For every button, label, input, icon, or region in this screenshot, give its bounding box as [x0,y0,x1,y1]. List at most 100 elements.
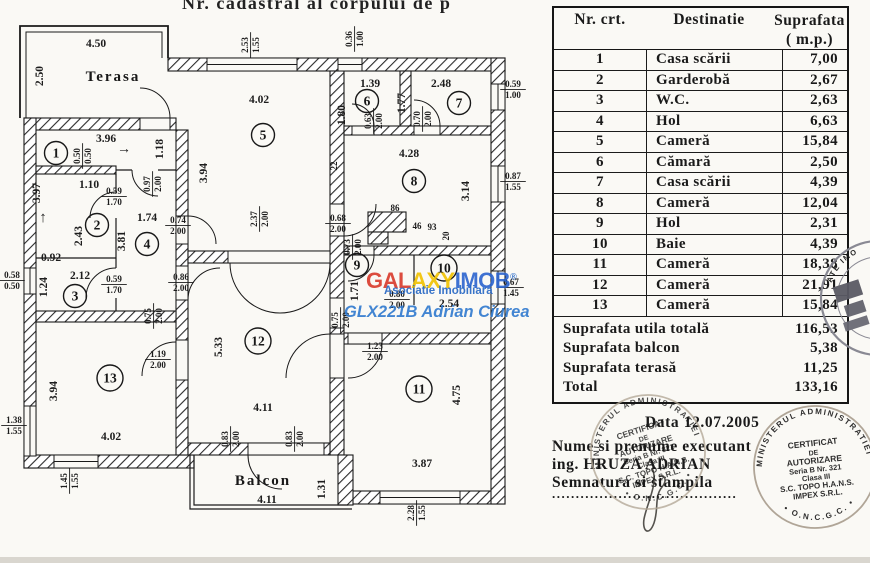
svg-text:AUTORIZARE: AUTORIZARE [786,453,843,469]
table-cell-val: 2,50 [782,151,847,173]
svg-text:2.00: 2.00 [367,352,383,362]
svg-text:0.86: 0.86 [173,272,189,282]
svg-text:1.45: 1.45 [59,473,69,489]
header-nr: Nr. crt. [574,11,626,28]
svg-text:4.75: 4.75 [451,385,463,405]
svg-text:0.70: 0.70 [412,111,422,127]
svg-text:86: 86 [391,203,401,213]
dimension-label: 1.192.00 [145,349,171,370]
svg-text:2.50: 2.50 [34,66,46,86]
svg-text:4: 4 [144,237,151,252]
logo-text-imob: IMOB [454,268,511,293]
svg-text:0.97: 0.97 [142,176,152,192]
svg-text:0.67: 0.67 [503,277,519,287]
svg-text:1.55: 1.55 [70,473,80,489]
svg-text:Balcon: Balcon [235,473,291,489]
door-arc [229,262,281,314]
logo-text-axy: AXY [410,268,455,293]
dimension-label: ↑ [39,210,47,226]
svg-text:1.70: 1.70 [106,197,122,207]
room-number: 1 [43,140,69,166]
svg-text:1.10: 1.10 [79,179,99,191]
wall [35,310,177,323]
svg-text:2.43: 2.43 [73,226,85,246]
svg-text:2.48: 2.48 [431,78,451,90]
svg-text:3.87: 3.87 [412,458,432,470]
summary-label: Total [563,379,598,395]
svg-text:MINISTERUL ADMINISTRATIEI: MINISTERUL ADMINISTRATIEI [749,401,870,468]
table-cell-num: 8 [554,192,647,214]
svg-text:2.00: 2.00 [231,431,241,447]
table-cell-dest: Cameră [646,295,783,317]
svg-text:0.83: 0.83 [284,431,294,447]
summary-label: Suprafata utila totală [563,320,710,337]
table-cell-val: 2,31 [782,213,847,235]
dimension-label: 86 [391,203,401,213]
room-label: Balcon [235,473,291,489]
svg-text:1: 1 [53,146,60,161]
table-cell-num: 1 [554,50,647,71]
room-label: Terasa [86,69,141,85]
door-arc [413,99,441,127]
dimension-label: 3.94 [198,163,210,183]
door-arc [187,215,217,245]
svg-text:0.58: 0.58 [4,270,20,280]
svg-text:4.11: 4.11 [257,494,277,506]
dimension-label: 0.591.70 [101,186,127,207]
table-cell-num: 13 [554,295,647,317]
svg-text:DE: DE [808,450,819,458]
svg-text:Terasa: Terasa [86,69,141,85]
svg-text:• O.N.C.G.C. •: • O.N.C.G.C. • [781,496,858,525]
svg-text:1.70: 1.70 [106,285,122,295]
svg-text:0.63: 0.63 [363,113,373,129]
svg-text:2.00: 2.00 [295,431,305,447]
table-cell-num: 6 [554,151,647,173]
dimension-label: 0.591.00 [500,79,526,100]
svg-text:2.00: 2.00 [153,176,163,192]
dimension-label: 5.33 [213,337,225,357]
svg-text:5: 5 [260,128,267,143]
svg-text:1.55: 1.55 [251,37,261,53]
table-cell-val: 21,91 [782,274,847,296]
svg-text:4.28: 4.28 [399,148,419,160]
table-cell-val: 6,63 [782,110,847,132]
table-cell-val: 2,63 [782,90,847,112]
room-number: 4 [134,231,160,257]
svg-text:6: 6 [364,94,371,109]
svg-text:2.00: 2.00 [260,211,270,227]
door-arc [285,333,331,379]
dimension-label: 3.94 [48,381,60,401]
dimension-label: 4.11 [257,494,277,506]
dimension-label: 20 [441,231,451,241]
svg-text:3: 3 [72,289,79,304]
svg-text:1.55: 1.55 [505,182,521,192]
chimney [367,231,389,245]
table-cell-val: 2,67 [782,69,847,91]
svg-text:93: 93 [428,222,438,232]
door-arc [89,191,117,219]
room-number: 3 [62,283,88,309]
room-number: 11 [405,375,433,403]
svg-text:2.00: 2.00 [353,239,363,255]
svg-text:4.50: 4.50 [86,38,106,50]
svg-text:0.50: 0.50 [83,148,93,164]
svg-text:12: 12 [251,334,265,349]
registered-mark: ® [510,271,517,282]
dimension-label: 4.28 [399,148,419,160]
dimension-label: 1.381.55 [1,415,27,436]
door-gap [139,117,171,131]
room-number: 5 [250,122,276,148]
agency-logo: GALAXYIMOB® [366,268,517,294]
